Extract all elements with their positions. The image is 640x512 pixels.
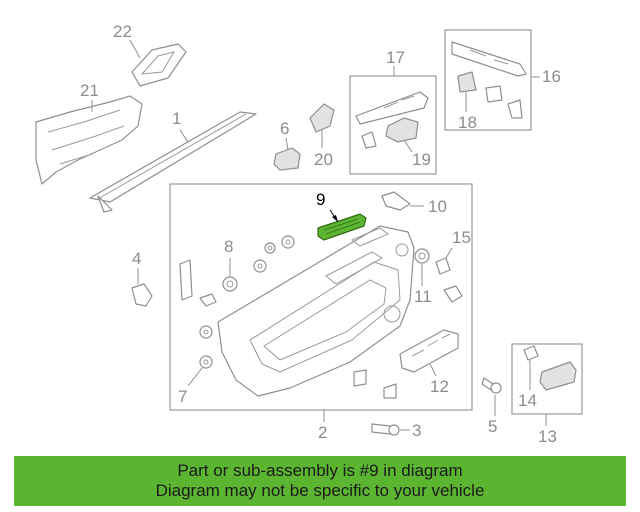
part-10-clip[interactable]: [381, 191, 411, 211]
callout-11: 11: [414, 287, 432, 306]
part-18-switch[interactable]: [457, 71, 523, 119]
part-8-fastener[interactable]: [222, 276, 238, 292]
callout-13: 13: [538, 427, 557, 446]
part-14-bulb-socket[interactable]: [523, 345, 539, 361]
callout-6: 6: [280, 119, 289, 138]
callout-15: 15: [452, 228, 471, 247]
part-13-light-assembly[interactable]: [539, 361, 577, 391]
part-6-clip[interactable]: [273, 147, 301, 171]
callout-3: 3: [412, 421, 421, 440]
part-21-trim-panel[interactable]: [35, 95, 143, 185]
part-5-screw[interactable]: [481, 377, 502, 394]
callout-8: 8: [224, 237, 233, 256]
part-16-switch-bezel[interactable]: [451, 41, 527, 77]
group-13-box: [511, 343, 583, 415]
callout-9: 9: [316, 190, 325, 209]
part-3-screw[interactable]: [371, 423, 400, 436]
callout-14: 14: [518, 391, 537, 410]
part-9-highlighted[interactable]: [317, 213, 367, 241]
callout-22: 22: [113, 22, 132, 41]
callout-18: 18: [458, 113, 477, 132]
part-4-bracket[interactable]: [131, 283, 153, 307]
callout-12: 12: [430, 377, 449, 396]
group-2-box: [169, 183, 473, 411]
part-12-switch-panel[interactable]: [399, 329, 459, 373]
part-17-switch-bezel[interactable]: [355, 91, 429, 125]
callout-20: 20: [314, 150, 333, 169]
callout-2: 2: [318, 423, 327, 442]
info-banner-line-2: Diagram may not be specific to your vehi…: [155, 481, 485, 500]
callout-5: 5: [488, 417, 497, 436]
callout-7: 7: [178, 387, 187, 406]
callout-10: 10: [428, 197, 447, 216]
part-20-handle-bracket[interactable]: [309, 103, 335, 133]
part-7-push-pin[interactable]: [199, 355, 213, 369]
part-2-door-trim-panel[interactable]: [217, 225, 415, 397]
part-15-clip[interactable]: [435, 257, 451, 275]
callout-19: 19: [412, 150, 431, 169]
part-22-bezel[interactable]: [131, 43, 187, 87]
parts-diagram: 22 21 1 6 20 17 19 16: [35, 22, 583, 446]
part-19-switch[interactable]: [361, 117, 419, 149]
info-banner: Part or sub-assembly is #9 in diagram Di…: [14, 456, 626, 506]
part-clips[interactable]: [179, 235, 397, 399]
callout-16: 16: [542, 67, 561, 86]
part-1-weatherstrip[interactable]: [89, 111, 257, 213]
callout-1: 1: [172, 109, 181, 128]
callout-4: 4: [132, 249, 141, 268]
part-11-grommet[interactable]: [414, 248, 463, 303]
callout-21: 21: [80, 81, 99, 100]
callout-17: 17: [386, 48, 405, 67]
group-16-box: [444, 29, 532, 131]
info-banner-line-1: Part or sub-assembly is #9 in diagram: [177, 461, 463, 480]
group-17-box: [349, 75, 437, 175]
